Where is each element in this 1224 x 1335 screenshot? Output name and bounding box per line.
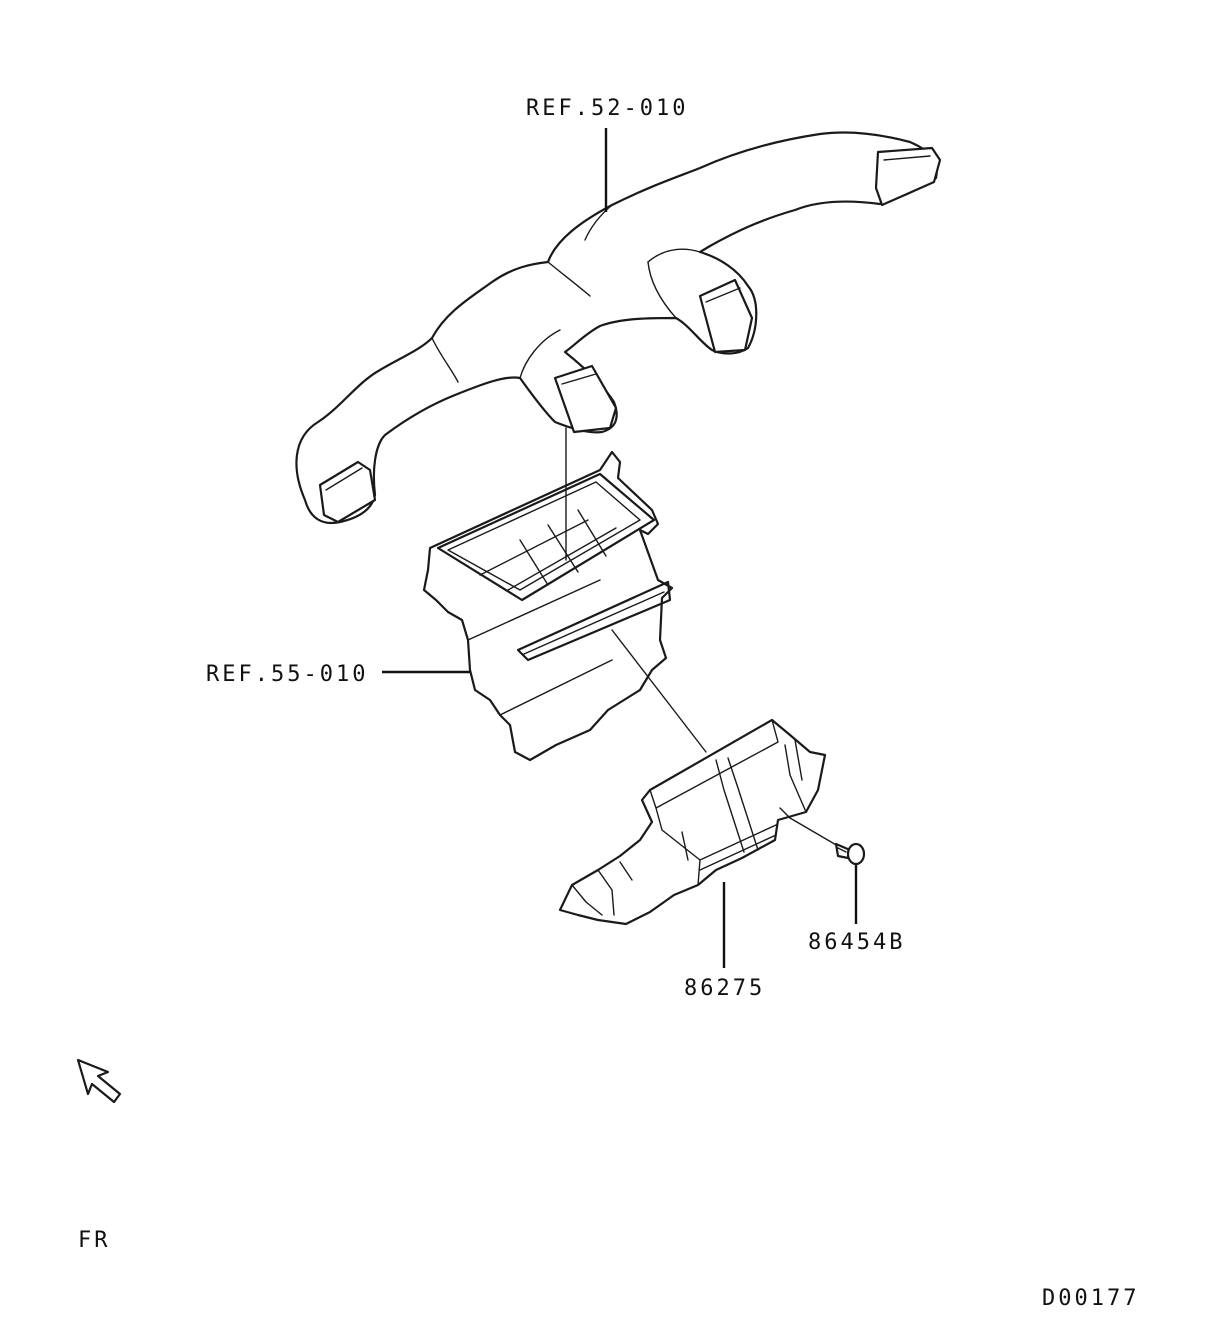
diagram-code: D00177 xyxy=(1042,1286,1140,1311)
ref-label-duct: REF.52-010 xyxy=(526,96,689,121)
direction-label: FR xyxy=(78,1228,111,1253)
center-line-lower xyxy=(611,629,707,753)
part-number-screw: 86454B xyxy=(808,930,906,955)
upper-vent-duct xyxy=(295,131,942,525)
ref-label-heater: REF.55-010 xyxy=(206,662,369,687)
front-direction-arrow-icon xyxy=(76,1058,122,1104)
screw xyxy=(834,842,866,866)
screw-axis-line xyxy=(789,817,839,847)
heater-unit xyxy=(422,450,674,762)
rear-heater-duct xyxy=(558,718,827,926)
part-number-duct: 86275 xyxy=(684,976,766,1001)
